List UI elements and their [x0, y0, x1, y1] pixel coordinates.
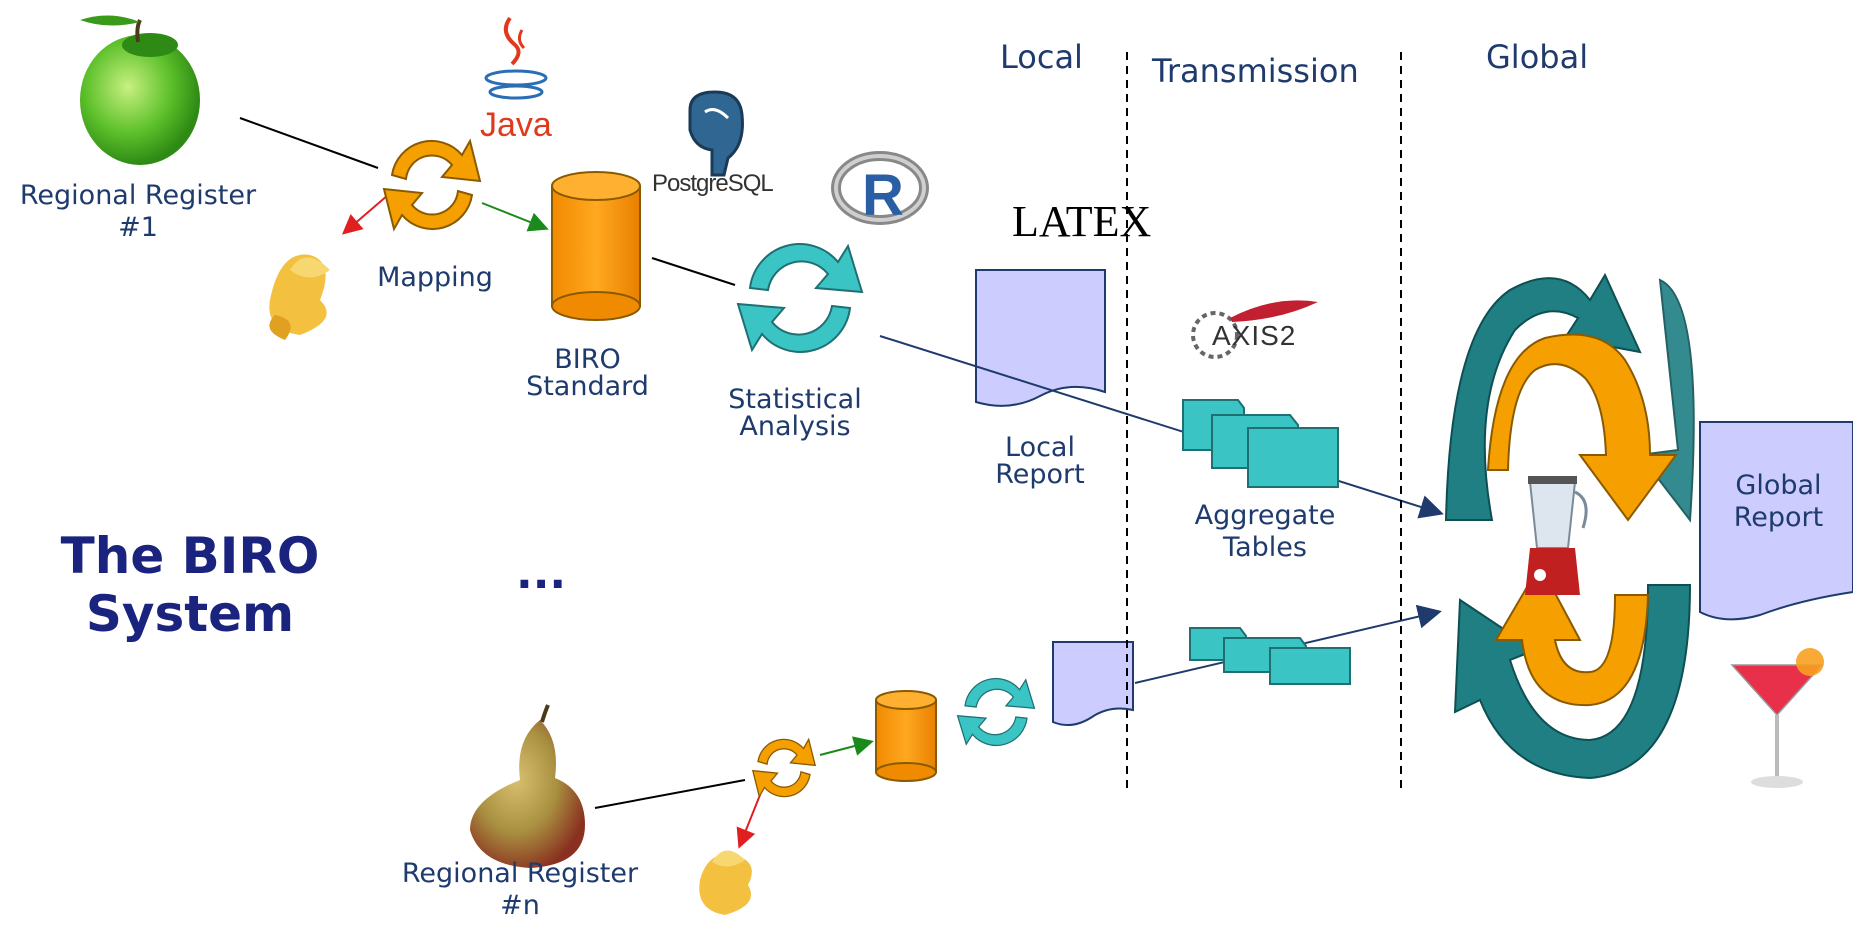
document-icon [1699, 421, 1853, 621]
biro-standard-label: BIRO Standard [510, 346, 665, 400]
page-title: The BIRO System [20, 527, 360, 643]
register-n-label-line1: Regional Register [401, 858, 639, 889]
database-icon [551, 171, 641, 321]
register-1-label: Regional Register #1 [8, 180, 268, 245]
register-n-label: Regional Register #n [390, 858, 650, 923]
java-logo-text: Java [480, 106, 552, 144]
local-report-label-line2: Report [995, 459, 1085, 490]
blender-icon [1525, 476, 1588, 595]
aggregate-tables-label-line1: Aggregate [1194, 500, 1336, 531]
register-1-label-line1: Regional Register [19, 180, 257, 211]
document-icon [975, 269, 1106, 407]
biro-standard-label-line2: Standard [526, 371, 649, 402]
axis-logo-text: AXIS2 [1212, 320, 1297, 351]
latex-logo-text: LATEX [1012, 197, 1152, 246]
connector-line [651, 257, 736, 286]
discard-arrow [341, 194, 389, 235]
document-icon [1052, 641, 1134, 727]
r-logo-icon [831, 151, 929, 225]
postgres-logo-icon [688, 90, 744, 177]
page-title-line1: The BIRO [60, 527, 320, 585]
map-arrow [819, 736, 874, 756]
global-cycle-icon [1444, 272, 1695, 780]
register-n-label-line2: #n [500, 890, 540, 922]
analysis-cycle-icon [736, 243, 864, 353]
map-arrow [481, 202, 549, 232]
pear-icon [470, 704, 585, 868]
java-logo-icon [484, 16, 548, 100]
mapping-cycle-icon [751, 737, 817, 799]
aggregate-tables-label-line2: Tables [1223, 532, 1307, 564]
zone-header-global: Global [1486, 38, 1589, 76]
tables-icon [1189, 627, 1351, 685]
ellipsis: ... [516, 548, 567, 599]
global-report-label-line2: Report [1733, 502, 1824, 534]
aggregate-tables-label: Aggregate Tables [1180, 500, 1350, 565]
cocktail-icon [1730, 648, 1824, 788]
register-1-label-line2: #1 [118, 212, 158, 244]
tables-icon [1182, 399, 1339, 488]
axis-logo-icon [1191, 300, 1318, 359]
discard-arrow [736, 794, 761, 849]
connector-line [239, 117, 379, 169]
analysis-cycle-icon [956, 677, 1036, 747]
postgres-logo-text: PostgreSQL [652, 170, 774, 197]
transmit-arrow [879, 335, 1444, 519]
global-report-label: Global Report [1716, 470, 1841, 535]
biro-standard-label-line1: BIRO [554, 344, 621, 375]
connector-line [594, 779, 746, 809]
statistical-analysis-label: Statistical Analysis [715, 386, 875, 440]
page-title-line2: System [85, 584, 295, 643]
local-report-label-line1: Local [1005, 432, 1075, 463]
mapping-cycle-icon [382, 138, 482, 232]
mapping-label: Mapping [377, 262, 493, 293]
r-logo-text: R [862, 163, 904, 228]
zone-header-local: Local [1000, 38, 1083, 76]
local-report-label: Local Report [975, 434, 1105, 488]
peel-icon [699, 850, 752, 915]
zone-header-transmission: Transmission [1152, 52, 1359, 90]
statistical-analysis-label-line2: Analysis [739, 411, 851, 442]
statistical-analysis-label-line1: Statistical [728, 384, 862, 415]
database-icon [875, 690, 937, 782]
global-report-label-line1: Global [1735, 470, 1822, 501]
peel-icon [258, 238, 353, 343]
apple-icon [80, 15, 200, 165]
